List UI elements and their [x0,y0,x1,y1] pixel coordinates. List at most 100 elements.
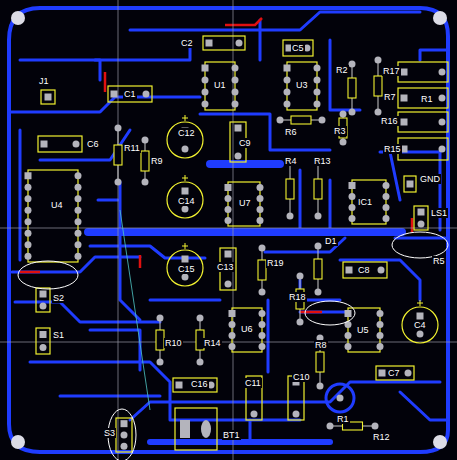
pad [417,313,424,320]
header-outline [116,418,132,452]
pad [439,119,446,126]
ic-outline [28,170,78,262]
pad [417,331,424,338]
pad [375,57,382,64]
resistor-body [114,145,122,165]
grid-line [118,0,119,460]
ic-outline [348,308,380,352]
ic-outline [228,182,260,226]
pad [372,423,379,430]
pad [25,230,32,237]
part-label: R17 [382,66,401,76]
part-label: C10 [292,372,311,382]
part-label: R18 [288,292,307,302]
part-label: U3 [295,80,309,90]
pad [111,91,118,98]
pad [25,172,32,179]
part-label: C4 [413,320,427,330]
pad [287,213,294,220]
pad [257,184,264,191]
pad [202,101,209,108]
pad [202,77,209,84]
pad [115,125,122,132]
pad [40,344,47,351]
part-label: J1 [38,76,50,86]
pad [345,332,352,339]
pad [284,89,291,96]
pad [284,101,291,108]
ratsnest-line [120,210,150,410]
part-label: R7 [383,92,397,102]
pad [40,291,47,298]
part-label: C5 [291,43,305,53]
resistor-body [156,330,164,350]
copper-trace [90,330,140,370]
pad [259,245,266,252]
pad [377,332,384,339]
pad [314,77,321,84]
pad [157,359,164,366]
part-label: S1 [52,330,65,340]
pad [225,206,232,213]
resistor-body [348,78,356,98]
pad [349,215,356,222]
copper-trace [267,300,270,372]
part-label: R13 [313,156,332,166]
part-label: U7 [238,198,252,208]
jumper-trace [139,255,142,268]
pad [202,65,209,72]
pad [378,267,385,274]
part-label: R2 [335,65,349,75]
header-outline [404,176,416,192]
pad [401,119,408,126]
electrolytic-capacitor [167,182,203,218]
part-label: D1 [324,236,338,246]
resistor-body [314,179,322,199]
pad [182,146,189,153]
component-outline [173,378,217,392]
pad [401,69,408,76]
pad [314,89,321,96]
part-label: R19 [266,258,285,268]
pad [206,40,213,47]
copper-trace [130,382,440,420]
pad [340,111,347,118]
pad [41,141,48,148]
pad [349,109,356,116]
pad [401,95,408,102]
part-label: C6 [86,139,100,149]
component-outline [398,112,448,132]
polarity-mark [182,243,188,249]
pad [225,281,232,288]
part-label: S3 [103,428,116,438]
pad [319,117,326,124]
pad [197,315,204,322]
pad [121,420,128,427]
electrolytic-capacitor [167,250,203,286]
grid-line [0,228,457,229]
part-label: LS1 [430,208,448,218]
pad [232,65,239,72]
jumper-trace [300,311,322,314]
electrolytic-capacitor [402,307,438,343]
part-label: R6 [284,127,298,137]
pad [314,65,321,72]
pad [45,94,52,101]
part-label: U4 [50,200,64,210]
part-label: R14 [203,338,222,348]
pad [40,331,47,338]
part-label: R3 [333,126,347,136]
pad [439,69,446,76]
pad [229,332,236,339]
pad [182,256,189,263]
resistor-body [314,259,322,279]
copper-trace [98,199,118,202]
pad [407,181,414,188]
pad [25,218,32,225]
ic-outline [287,62,317,110]
part-label: U1 [213,80,227,90]
